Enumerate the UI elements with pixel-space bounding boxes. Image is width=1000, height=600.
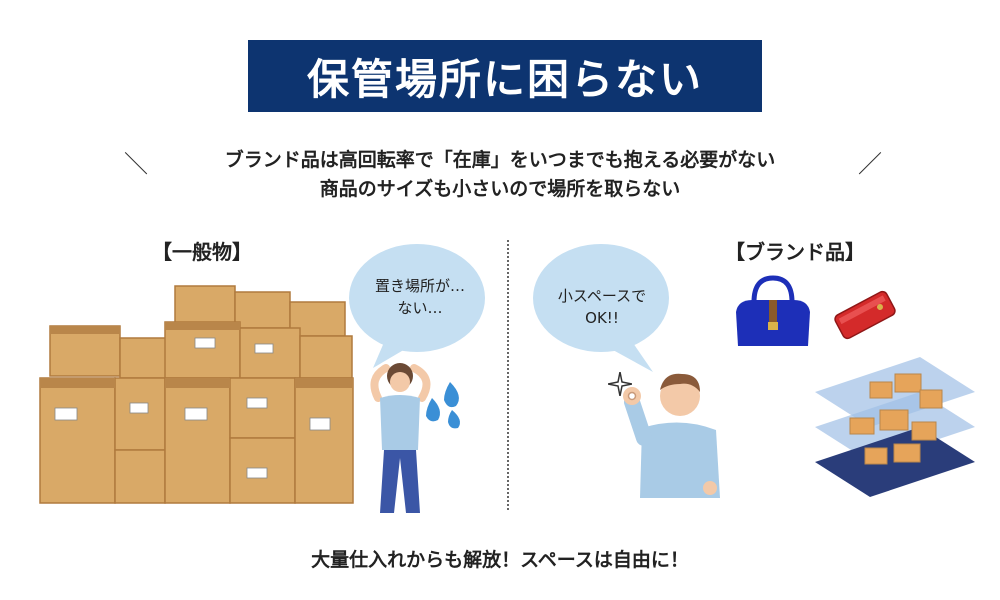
sparkle-icon [608, 372, 632, 396]
slash-right: ／ [858, 150, 882, 178]
general-goods-label: 【一般物】 [152, 240, 252, 264]
right-bubble-line-1: 小スペースで [557, 287, 647, 305]
small-shelf-illustration [815, 357, 975, 497]
wallet-icon [834, 290, 896, 340]
center-divider [507, 240, 509, 510]
brand-goods-label: 【ブランド品】 [725, 240, 865, 264]
stressed-person-illustration [370, 363, 431, 513]
slash-left: ＼ [124, 150, 148, 178]
left-bubble-line-2: ない… [397, 299, 443, 317]
sweat-drops-icon [426, 382, 460, 429]
cardboard-boxes-illustration [39, 285, 354, 504]
subtitle-line-2: 商品のサイズも小さいので場所を取らない [319, 178, 681, 200]
bottom-message: 大量仕入れからも解放！スペースは自由に！ [311, 549, 689, 571]
speech-bubble-left [349, 244, 485, 368]
handbag-icon [736, 275, 810, 346]
subtitle-line-1: ブランド品は高回転率で「在庫」をいつまでも抱える必要がない [224, 149, 776, 171]
speech-bubble-right [533, 244, 669, 372]
ok-gesture-person-illustration [623, 373, 720, 498]
right-bubble-line-2: OK!! [585, 309, 619, 327]
left-bubble-line-1: 置き場所が… [374, 277, 465, 295]
page-title: 保管場所に困らない [248, 40, 762, 112]
